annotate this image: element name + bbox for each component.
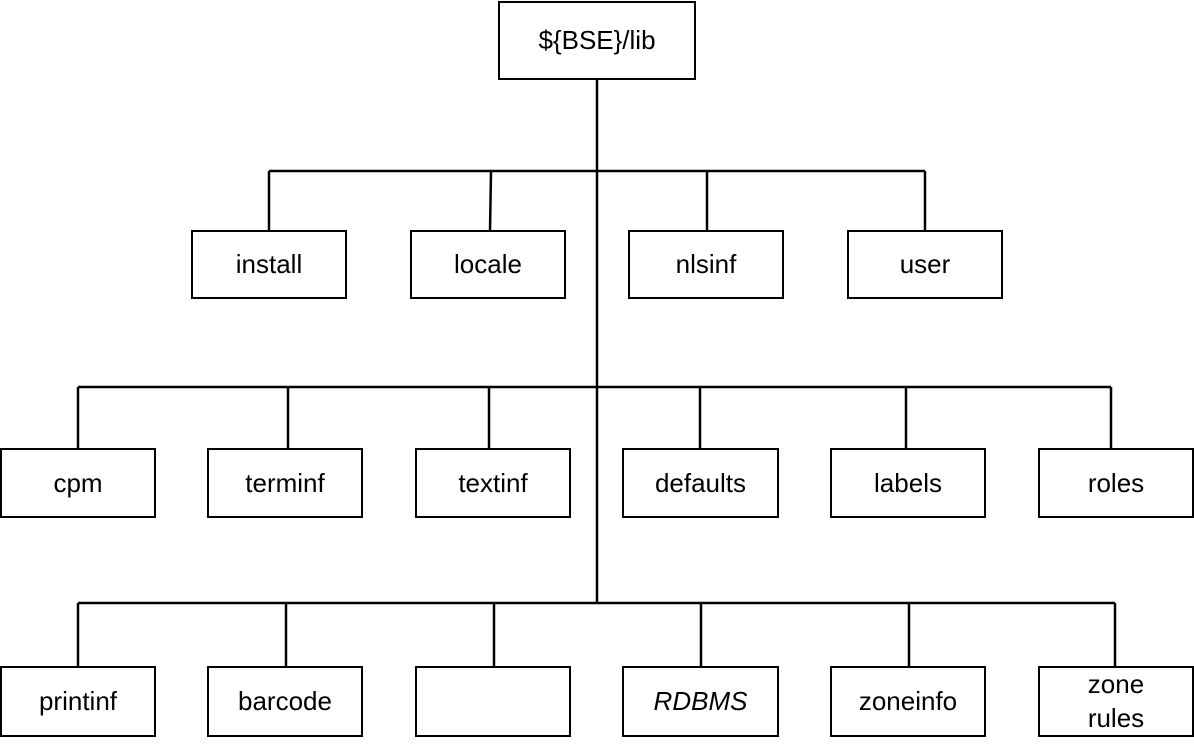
node-install: install	[191, 230, 347, 299]
node-labels: labels	[830, 448, 986, 518]
node-barcode: barcode	[207, 666, 363, 737]
node-empty	[415, 666, 571, 737]
node-locale: locale	[410, 230, 566, 299]
node-cpm: cpm	[0, 448, 156, 518]
node-zoneinfo: zoneinfo	[830, 666, 986, 737]
node-label: printinf	[38, 686, 118, 717]
node-label: install	[235, 249, 303, 280]
node-user: user	[847, 230, 1003, 299]
node-label: nlsinf	[675, 249, 737, 280]
node-label: barcode	[238, 686, 332, 717]
node-label: defaults	[654, 467, 747, 498]
node-rdbms: RDBMS	[622, 666, 779, 737]
node-label: terminf	[245, 467, 325, 498]
node-label: roles	[1087, 467, 1145, 498]
node-label: textinf	[458, 467, 528, 498]
node-label: RDBMS	[653, 686, 748, 717]
node-label: user	[899, 249, 951, 280]
node-printinf: printinf	[0, 666, 156, 737]
node-nlsinf: nlsinf	[628, 230, 784, 299]
node-label: labels	[874, 467, 942, 498]
node-label: cpm	[53, 467, 103, 498]
node-root: ${BSE}/lib	[498, 1, 696, 80]
node-label: zone rules	[1087, 668, 1145, 733]
node-terminf: terminf	[207, 448, 363, 518]
node-label: locale	[454, 249, 522, 280]
node-root-label: ${BSE}/lib	[538, 25, 656, 56]
node-defaults: defaults	[622, 448, 779, 518]
node-textinf: textinf	[415, 448, 571, 518]
drop-locale	[488, 170, 493, 232]
node-label: zoneinfo	[858, 686, 958, 717]
node-zone-rules: zone rules	[1038, 666, 1194, 737]
node-roles: roles	[1038, 448, 1194, 518]
